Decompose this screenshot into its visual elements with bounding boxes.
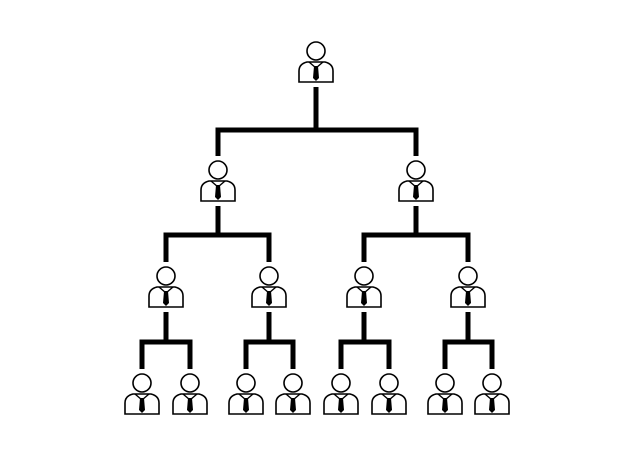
person-icon xyxy=(294,37,338,87)
connector xyxy=(243,303,296,376)
person-icon xyxy=(423,369,467,419)
connector xyxy=(361,197,471,269)
person-icon xyxy=(144,262,188,312)
person-icon xyxy=(247,262,291,312)
connector xyxy=(163,197,272,269)
connector xyxy=(215,78,419,163)
person-icon xyxy=(446,262,490,312)
connector xyxy=(139,303,193,376)
person-icon xyxy=(120,369,164,419)
person-icon xyxy=(394,156,438,206)
person-icon xyxy=(224,369,268,419)
person-icon xyxy=(196,156,240,206)
connector xyxy=(338,303,392,376)
person-icon xyxy=(470,369,514,419)
person-icon xyxy=(271,369,315,419)
person-icon xyxy=(168,369,212,419)
person-icon xyxy=(367,369,411,419)
connector xyxy=(442,303,495,376)
person-icon xyxy=(319,369,363,419)
person-icon xyxy=(342,262,386,312)
